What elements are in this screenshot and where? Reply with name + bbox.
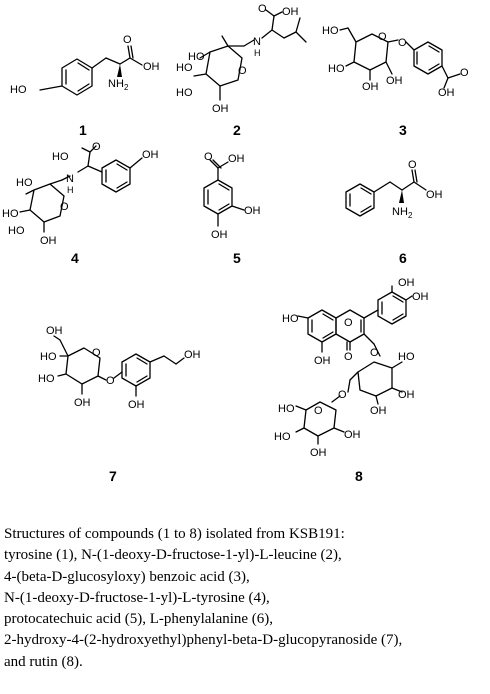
atom-label: O: [370, 347, 379, 359]
structure-5: O OH OH OH 5: [203, 151, 261, 266]
atom-label: OH: [74, 397, 91, 409]
atom-label: O: [408, 159, 417, 171]
atom-label: O: [378, 31, 387, 43]
compound-number: 2: [233, 122, 241, 138]
atom-label: OH: [344, 429, 361, 441]
compound-number: 8: [355, 468, 363, 484]
caption-line: 4-(beta-D-glucosyloxy) benzoic acid (3),: [4, 568, 250, 585]
atom-label: HO: [398, 351, 415, 363]
caption-line: tyrosine (1), N-(1-deoxy-D-fructose-1-yl…: [4, 547, 342, 564]
caption-line: Structures of compounds (1 to 8) isolate…: [4, 526, 345, 542]
pyranose-ring: [29, 183, 65, 223]
atom-label: O: [338, 389, 347, 401]
compound-number: 3: [399, 122, 407, 138]
atom-label: O: [60, 201, 69, 213]
caption-line: 2-hydroxy-4-(2-hydroxyethyl)phenyl-beta-…: [4, 632, 403, 649]
structure-6: O OH NH 2 6: [345, 159, 443, 266]
atom-label: HO: [176, 87, 193, 99]
atom-label: O: [344, 317, 353, 329]
compound-number: 1: [79, 122, 87, 138]
compound-number: 5: [233, 250, 241, 266]
atom-label: HO: [274, 431, 291, 443]
atom-label: OH: [386, 75, 403, 87]
atom-label: 2: [124, 83, 129, 92]
figure-caption: Structures of compounds (1 to 8) isolate…: [4, 524, 486, 673]
caption-line: protocatechuic acid (5), L-phenylalanine…: [4, 611, 274, 628]
atom-label: O: [258, 3, 267, 15]
atom-label: O: [92, 141, 101, 153]
atom-label: NH: [392, 206, 408, 218]
atom-label: O: [314, 405, 323, 417]
structure-7: OH HO HO O O OH OH OH 7: [38, 325, 201, 484]
atom-label: HO: [40, 351, 57, 363]
atom-label: HO: [176, 62, 193, 74]
atom-label: O: [204, 151, 213, 163]
benzene-ring: [121, 353, 151, 387]
atom-label: OH: [314, 355, 331, 367]
atom-label: OH: [211, 229, 228, 241]
compound-number: 6: [399, 250, 407, 266]
atom-label: OH: [184, 349, 201, 361]
atom-label: OH: [282, 6, 299, 18]
structure-8: OH OH HO O OH O O HO OH OH O O HO HO OH …: [274, 277, 429, 484]
structures-svg: HO NH 2 O OH 1 O OH N H HO HO O HO OH 2 …: [2, 3, 469, 484]
atom-label: OH: [370, 405, 387, 417]
atom-label: HO: [188, 51, 205, 63]
atom-label: HO: [10, 84, 27, 96]
atom-label: OH: [362, 81, 379, 93]
structure-2: O OH N H HO HO O HO OH 2: [176, 3, 307, 138]
atom-label: OH: [426, 189, 443, 201]
atom-label: HO: [322, 25, 339, 37]
atom-label: OH: [438, 87, 455, 99]
atom-label: H: [254, 48, 261, 58]
atom-label: HO: [2, 208, 19, 220]
atom-label: HO: [52, 151, 69, 163]
atom-label: OH: [40, 235, 57, 247]
atom-label: HO: [328, 63, 345, 75]
atom-label: O: [106, 375, 115, 387]
glucose-ring: [357, 361, 393, 397]
caption-line: and rutin (8).: [4, 653, 83, 670]
atom-label: O: [398, 37, 407, 49]
atom-label: OH: [143, 61, 160, 73]
pyranose-ring: [205, 45, 243, 87]
atom-label: N: [253, 36, 261, 48]
atom-label: O: [460, 67, 469, 79]
atom-label: OH: [228, 153, 245, 165]
structure-3: HO O HO OH OH O OH O 3: [322, 25, 469, 138]
structure-1: HO NH 2 O OH 1: [10, 34, 160, 138]
atom-label: O: [92, 347, 101, 359]
atom-label: HO: [278, 403, 295, 415]
atom-label: HO: [8, 225, 25, 237]
atom-label: HO: [38, 373, 55, 385]
benzene-ring: [345, 183, 375, 217]
atom-label: OH: [398, 277, 415, 289]
atom-label: O: [238, 65, 247, 77]
atom-label: HO: [16, 177, 33, 189]
atom-label: OH: [412, 291, 429, 303]
atom-label: OH: [142, 149, 159, 161]
atom-label: O: [123, 34, 132, 46]
atom-label: OH: [46, 325, 63, 337]
benzene-ring: [413, 41, 443, 75]
atom-label: NH: [108, 78, 124, 90]
atom-label: OH: [212, 103, 229, 115]
compound-number: 4: [71, 250, 79, 266]
caption-line: N-(1-deoxy-D-fructose-1-yl)-L-tyrosine (…: [4, 589, 270, 606]
atom-label: OH: [398, 389, 415, 401]
benzene-ring: [101, 159, 131, 193]
atom-label: N: [66, 173, 74, 185]
atom-label: H: [67, 185, 74, 195]
compound-structures-figure: HO NH 2 O OH 1 O OH N H HO HO O HO OH 2 …: [2, 3, 469, 484]
atom-label: O: [344, 351, 353, 363]
atom-label: OH: [244, 205, 261, 217]
atom-label: OH: [310, 447, 327, 459]
atom-label: OH: [128, 399, 145, 411]
structure-4: HO O OH N H HO HO O HO OH 4: [2, 141, 159, 266]
compound-number: 7: [109, 468, 117, 484]
atom-label: HO: [282, 313, 299, 325]
atom-label: 2: [408, 211, 413, 220]
